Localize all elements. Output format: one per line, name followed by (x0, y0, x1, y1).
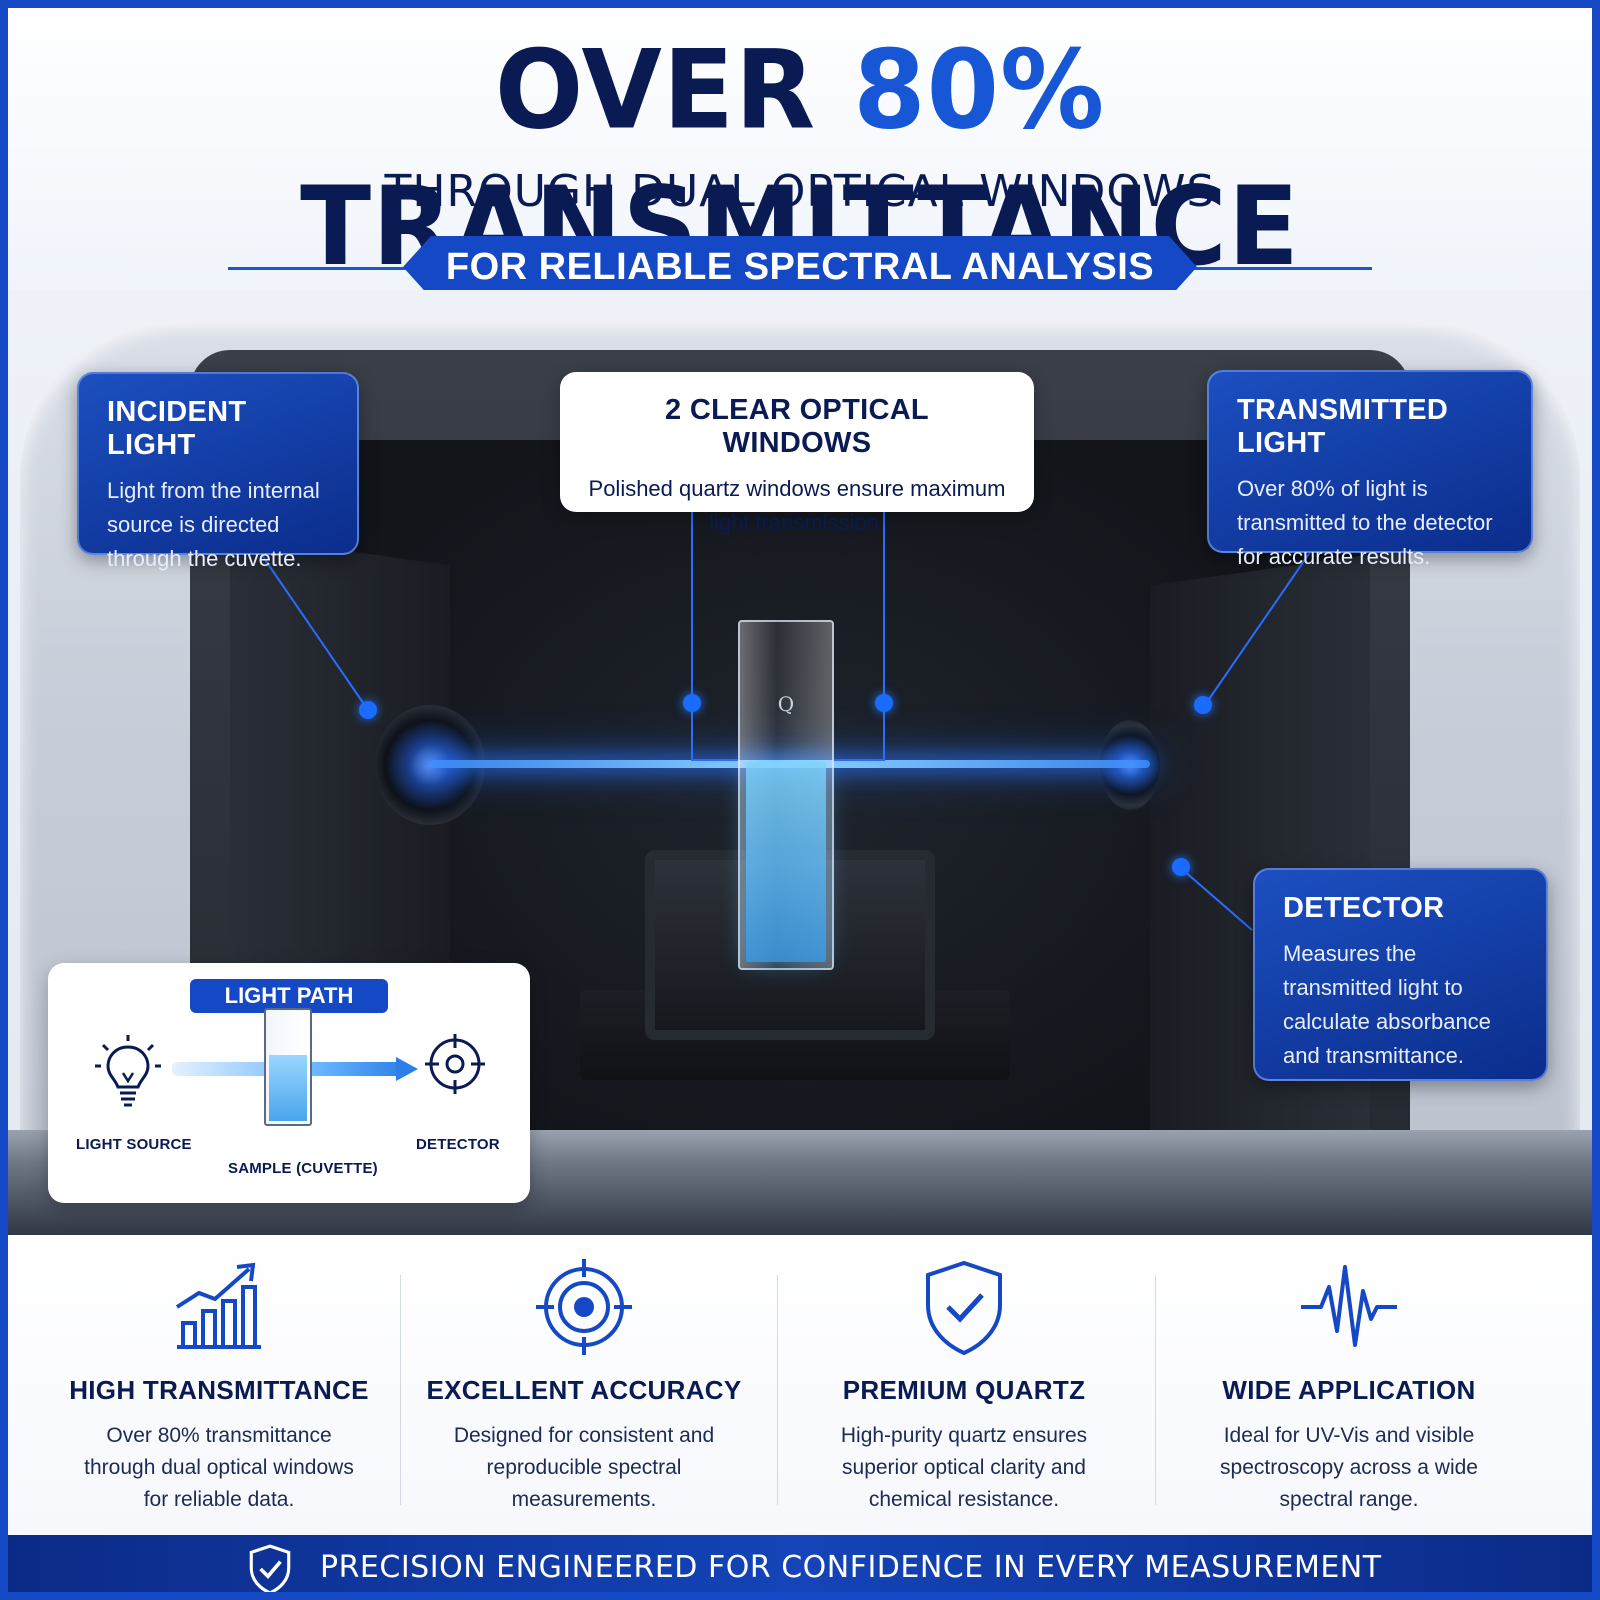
shield-check-icon (926, 1260, 1002, 1356)
callout-transmitted-body: Over 80% of light is transmitted to the … (1237, 476, 1493, 569)
feature-divider (777, 1275, 778, 1505)
waveform-icon (1301, 1265, 1397, 1347)
feature-body: Designed for consistent and reproducible… (453, 1424, 715, 1511)
light-path-panel: LIGHT PATH LIGHT SOURCE SAMPLE (CUVETTE)… (48, 963, 530, 1203)
feature-wide-application: WIDE APPLICATION Ideal for UV-Vis and vi… (1160, 1235, 1538, 1535)
header: OVER 80% TRANSMITTANCE THROUGH DUAL OPTI… (0, 0, 1600, 305)
ribbon-line-left (228, 267, 408, 270)
feature-divider (1155, 1275, 1156, 1505)
footer-banner: PRECISION ENGINEERED FOR CONFIDENCE IN E… (0, 1535, 1600, 1600)
feature-title: WIDE APPLICATION (1222, 1375, 1476, 1405)
target-icon (536, 1259, 632, 1355)
callout-incident-light: INCIDENT LIGHT Light from the internal s… (77, 372, 359, 571)
feature-premium-quartz: PREMIUM QUARTZ High-purity quartz ensure… (775, 1235, 1153, 1535)
cuvette-mark: Q (777, 692, 795, 716)
callout-windows-body: Polished quartz windows ensure maximum l… (588, 476, 1006, 535)
window-dot-right (875, 694, 893, 712)
title-prefix: OVER (494, 25, 854, 154)
window-dot-left (683, 694, 701, 712)
lightbulb-icon (95, 1035, 161, 1107)
detector-dot (1172, 858, 1190, 876)
title-highlight: 80% (853, 25, 1106, 154)
feature-body: High-purity quartz ensures superior opti… (840, 1424, 1088, 1511)
ribbon-line-right (1192, 267, 1372, 270)
cuvette-icon-liquid (269, 1055, 307, 1121)
feature-title: PREMIUM QUARTZ (842, 1375, 1086, 1405)
feature-high-transmittance: HIGH TRANSMITTANCE Over 80% transmittanc… (30, 1235, 408, 1535)
page-subtitle: THROUGH DUAL OPTICAL WINDOWS (384, 166, 1216, 217)
cuvette-sample-liquid (746, 762, 826, 962)
callout-transmitted-title: TRANSMITTED LIGHT (1237, 394, 1449, 459)
feature-title: EXCELLENT ACCURACY (426, 1375, 742, 1405)
callout-optical-windows: 2 CLEAR OPTICAL WINDOWS Polished quartz … (560, 372, 1034, 535)
ribbon-banner: FOR RELIABLE SPECTRAL ANALYSIS (403, 236, 1197, 298)
callout-windows-title: 2 CLEAR OPTICAL WINDOWS (665, 394, 929, 459)
callout-incident-body: Light from the internal source is direct… (107, 478, 320, 571)
feature-divider (400, 1275, 401, 1505)
transmitted-dot (1194, 696, 1212, 714)
crosshair-icon (425, 1034, 485, 1094)
arrow-right-icon (396, 1057, 418, 1081)
feature-body: Over 80% transmittance through dual opti… (84, 1424, 354, 1511)
feature-excellent-accuracy: EXCELLENT ACCURACY Designed for consiste… (395, 1235, 773, 1535)
features-row: HIGH TRANSMITTANCE Over 80% transmittanc… (0, 1235, 1600, 1535)
callout-detector-title: DETECTOR (1283, 892, 1445, 924)
feature-body: Ideal for UV-Vis and visible spectroscop… (1220, 1424, 1478, 1511)
cuvette-icon (264, 1008, 312, 1126)
footer-text: PRECISION ENGINEERED FOR CONFIDENCE IN E… (320, 1550, 1382, 1585)
detector-label: DETECTOR (416, 1136, 500, 1153)
incident-dot (359, 701, 377, 719)
feature-title: HIGH TRANSMITTANCE (69, 1375, 369, 1405)
sample-label: SAMPLE (CUVETTE) (228, 1160, 378, 1177)
light-path-badge: LIGHT PATH (190, 979, 388, 1013)
callout-detector-body: Measures the transmitted light to calcul… (1283, 941, 1491, 1068)
cuvette: Q (738, 620, 834, 970)
callout-transmitted-light: TRANSMITTED LIGHT Over 80% of light is t… (1207, 370, 1533, 569)
callout-detector: DETECTOR Measures the transmitted light … (1253, 868, 1548, 1081)
shield-check-icon (249, 1544, 291, 1595)
bar-chart-growth-icon (175, 1262, 261, 1349)
light-source-label: LIGHT SOURCE (76, 1136, 192, 1153)
callout-incident-title: INCIDENT LIGHT (107, 396, 247, 461)
